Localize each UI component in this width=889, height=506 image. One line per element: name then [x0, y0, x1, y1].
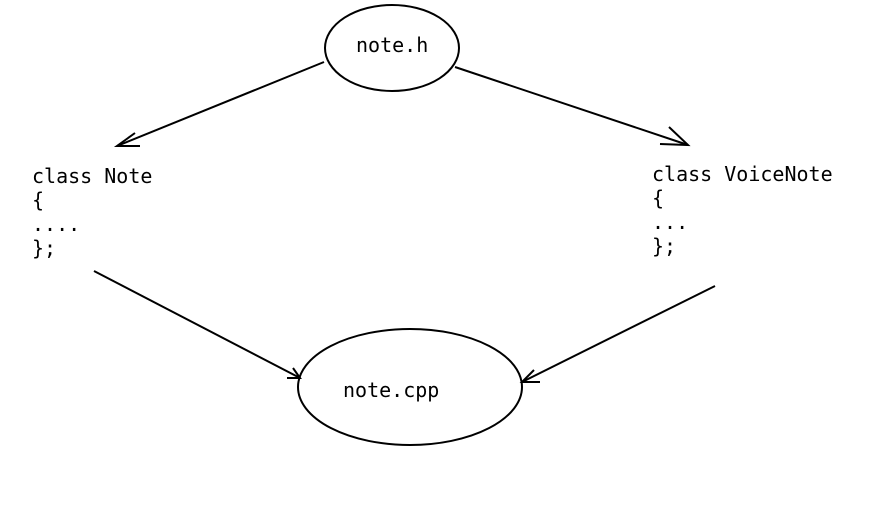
arrowhead-icon: [659, 126, 691, 147]
class-voicenote-line-2: {: [652, 186, 664, 210]
edge-note-h-to-class-note: [113, 61, 325, 147]
edge-line: [93, 270, 301, 379]
class-voicenote-line-1: class VoiceNote: [652, 162, 833, 186]
class-voicenote-line-4: };: [652, 234, 676, 258]
class-voicenote-line-3: ...: [652, 210, 688, 234]
edge-line: [521, 285, 716, 383]
note-cpp-label: note.cpp: [343, 378, 439, 402]
node-note-cpp: note.cpp: [297, 328, 523, 446]
edge-line: [116, 61, 325, 147]
arrowhead-icon: [113, 132, 140, 147]
edge-line: [454, 66, 689, 146]
class-note-line-3: ....: [32, 212, 80, 236]
arrowhead-icon: [287, 367, 302, 379]
class-note-block: class Note { .... };: [32, 164, 152, 260]
note-h-ellipse: [324, 4, 460, 92]
edge-class-voicenote-to-note-cpp: [519, 285, 716, 383]
class-note-line-4: };: [32, 236, 56, 260]
arrowhead-icon: [519, 369, 540, 383]
note-h-label: note.h: [356, 33, 428, 57]
class-voicenote-block: class VoiceNote { ... };: [652, 162, 833, 258]
class-note-line-1: class Note: [32, 164, 152, 188]
edge-note-h-to-class-voicenote: [454, 66, 691, 147]
class-note-line-2: {: [32, 188, 44, 212]
node-note-h: note.h: [324, 4, 460, 92]
note-cpp-ellipse: [297, 328, 523, 446]
edge-class-note-to-note-cpp: [93, 270, 302, 379]
